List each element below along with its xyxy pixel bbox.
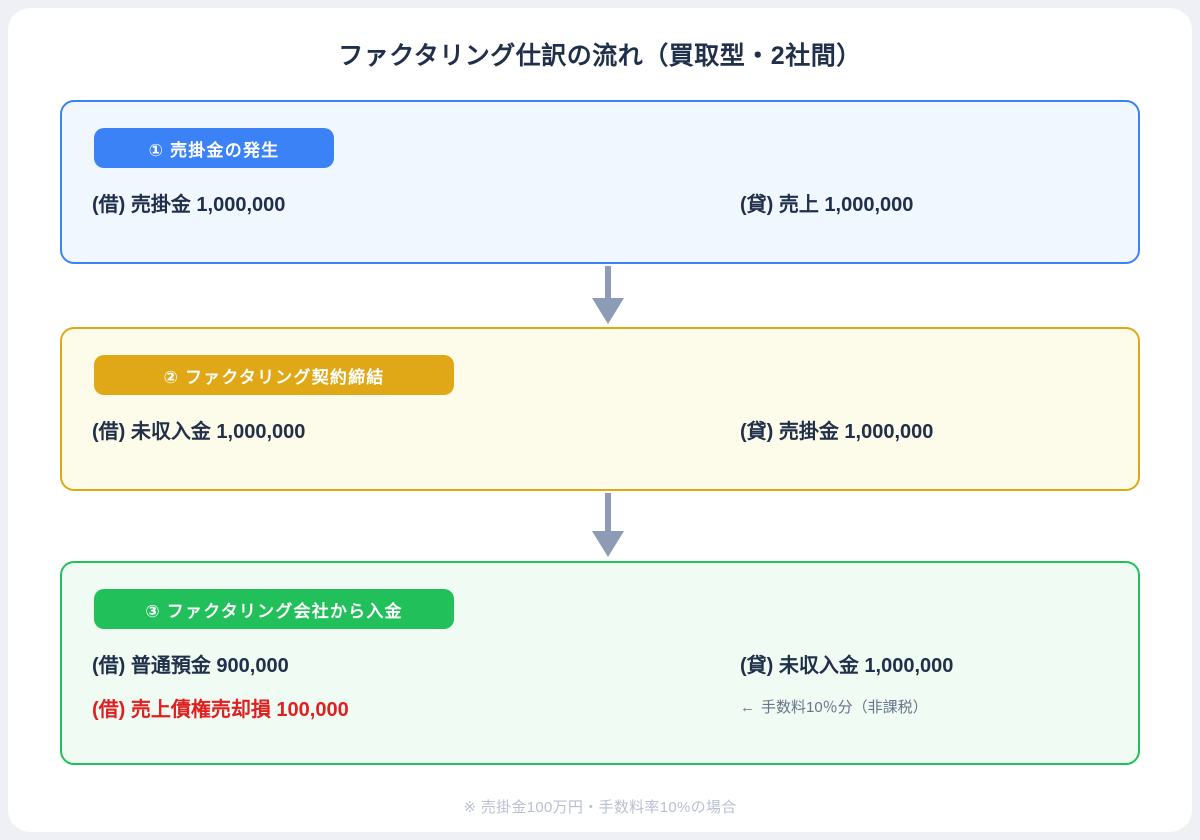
credit-entry: (貸) 未収入金 1,000,000 [740, 655, 954, 677]
journal-entry-row: (借) 普通預金 900,000 (貸) 未収入金 1,000,000 [62, 649, 1138, 693]
page-title: ファクタリング仕訳の流れ（買取型・2社間） [338, 42, 862, 70]
journal-entry-row: (借) 売掛金 1,000,000 (貸) 売上 1,000,000 [62, 188, 1138, 232]
debit-entry-loss: (借) 売上債権売却損 100,000 [92, 699, 349, 721]
debit-entry: (借) 売掛金 1,000,000 [92, 194, 286, 216]
journal-entry-row: (借) 未収入金 1,000,000 (貸) 売掛金 1,000,000 [62, 415, 1138, 459]
step-2-entries: (借) 未収入金 1,000,000 (貸) 売掛金 1,000,000 [62, 415, 1138, 459]
flow-arrow-down-icon [592, 493, 624, 557]
step-badge-1: ① 売掛金の発生 [94, 128, 334, 168]
step-box-2: ② ファクタリング契約締結 (借) 未収入金 1,000,000 (貸) 売掛金… [60, 327, 1140, 491]
credit-entry: (貸) 売掛金 1,000,000 [740, 421, 934, 443]
diagram-card: ファクタリング仕訳の流れ（買取型・2社間） ① 売掛金の発生 (借) 売掛金 1… [8, 8, 1192, 832]
arrow-head [592, 298, 624, 324]
arrow-shaft [605, 493, 611, 532]
fee-note: ← 手数料10％分（非課税） [740, 696, 928, 717]
journal-entry-row: (借) 売上債権売却損 100,000 ← 手数料10％分（非課税） [62, 693, 1138, 737]
flow-arrow-down-icon [592, 266, 624, 324]
debit-entry: (借) 普通預金 900,000 [92, 655, 289, 677]
step-3-entries: (借) 普通預金 900,000 (貸) 未収入金 1,000,000 (借) … [62, 649, 1138, 737]
left-arrow-icon: ← [740, 699, 755, 716]
debit-entry: (借) 未収入金 1,000,000 [92, 421, 306, 443]
step-badge-3: ③ ファクタリング会社から入金 [94, 589, 454, 629]
step-box-3: ③ ファクタリング会社から入金 (借) 普通預金 900,000 (貸) 未収入… [60, 561, 1140, 765]
footnote: ※ 売掛金100万円・手数料率10%の場合 [463, 799, 737, 816]
step-box-1: ① 売掛金の発生 (借) 売掛金 1,000,000 (貸) 売上 1,000,… [60, 100, 1140, 264]
credit-entry: (貸) 売上 1,000,000 [740, 194, 914, 216]
arrow-shaft [605, 266, 611, 301]
step-1-entries: (借) 売掛金 1,000,000 (貸) 売上 1,000,000 [62, 188, 1138, 232]
fee-note-text: 手数料10％分（非課税） [761, 699, 928, 716]
step-badge-2: ② ファクタリング契約締結 [94, 355, 454, 395]
arrow-head [592, 531, 624, 557]
